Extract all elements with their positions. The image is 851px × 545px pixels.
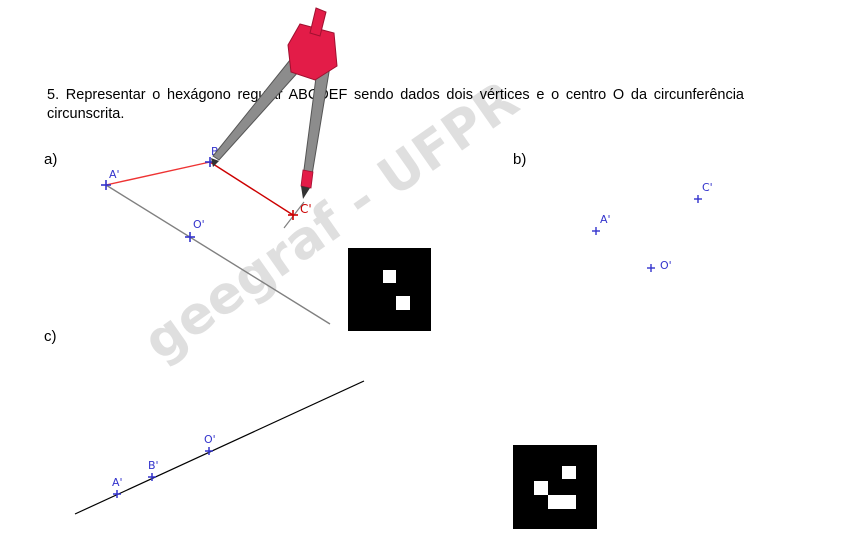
part-c-figure: A' B' O'	[74, 380, 365, 515]
point-a-marker	[113, 490, 121, 498]
part-b-figure: A' C' O'	[592, 181, 713, 272]
part-b-label: b)	[513, 151, 527, 168]
label-c-part-a: C'	[300, 202, 312, 216]
point-c-marker	[694, 195, 702, 203]
point-o-marker	[647, 264, 655, 272]
exercise-statement: 5. Representar o hexágono regular ABCDEF…	[47, 87, 744, 122]
segment-a-b	[105, 161, 211, 186]
label-a-part-b: A'	[600, 213, 611, 226]
label-a-part-a: A'	[109, 168, 120, 181]
label-a-part-c: A'	[112, 476, 123, 489]
compass-icon	[211, 7, 338, 199]
line-c	[74, 380, 365, 515]
point-o-marker	[185, 232, 195, 242]
label-o-part-c: O'	[204, 433, 216, 446]
label-o-part-b: O'	[660, 259, 672, 272]
part-c-label: c)	[44, 328, 57, 345]
part-a-label: a)	[44, 151, 58, 168]
part-a-figure: A' B' O' C'	[101, 145, 331, 325]
point-o-marker	[205, 447, 213, 455]
point-c-marker	[288, 210, 298, 220]
marker-top	[348, 248, 431, 331]
point-a-marker	[101, 180, 111, 190]
point-b-marker	[148, 473, 156, 481]
label-c-part-b: C'	[702, 181, 713, 194]
segment-b-c	[209, 161, 294, 216]
marker-bottom	[513, 445, 597, 529]
label-b-part-c: B'	[148, 459, 159, 472]
label-o-part-a: O'	[193, 218, 205, 231]
line-a-o	[105, 184, 331, 325]
point-a-marker	[592, 227, 600, 235]
